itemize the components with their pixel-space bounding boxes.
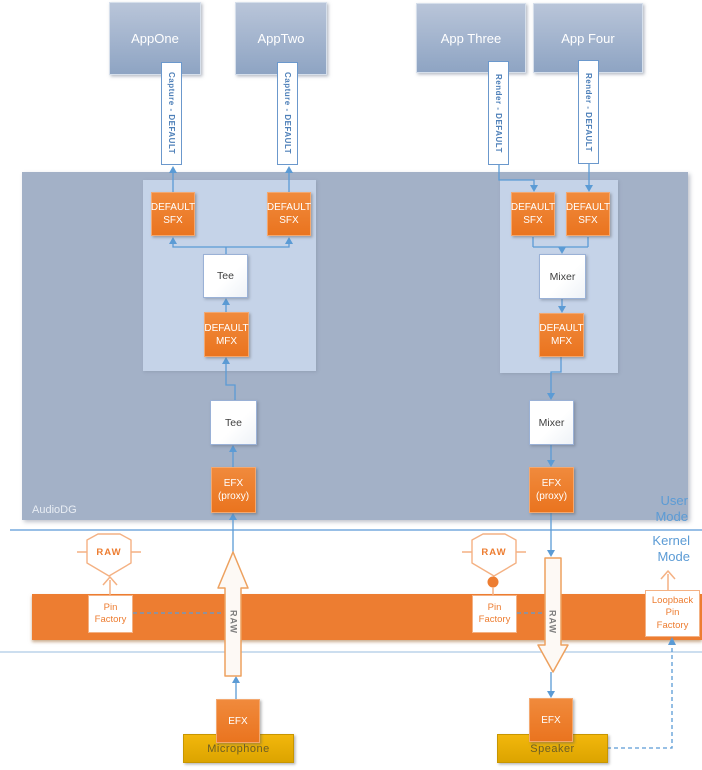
pin-factory-render-box: Pin Factory xyxy=(472,595,517,633)
capture-stream-pipe-one: Capture - DEFAULT xyxy=(161,62,182,165)
raw-down-arrow-label: RAW xyxy=(547,610,558,634)
arrow-down-icon xyxy=(547,550,555,557)
raw-shield-render-icon xyxy=(462,533,526,596)
app-box-appthree: App Three xyxy=(416,3,526,73)
arrow-up-icon xyxy=(285,237,293,244)
mixer-upper-box: Mixer xyxy=(539,254,586,299)
loopback-arrow-icon xyxy=(660,570,676,590)
arrow-down-icon xyxy=(558,247,566,254)
kernel-bus-bar xyxy=(32,594,702,640)
loopback-pin-factory-box: Loopback Pin Factory xyxy=(645,590,700,637)
default-mfx-render-box: DEFAULT MFX xyxy=(539,313,584,357)
raw-badge-capture: RAW xyxy=(96,547,122,558)
efx-proxy-capture-box: EFX (proxy) xyxy=(211,467,256,513)
default-sfx-capture-one-box: DEFAULT SFX xyxy=(151,192,195,236)
tee-lower-box: Tee xyxy=(210,400,257,445)
arrow-up-icon xyxy=(285,166,293,173)
arrow-up-icon xyxy=(169,166,177,173)
raw-down-arrow-icon xyxy=(537,557,569,673)
kernel-mode-label: Kernel Mode xyxy=(652,533,690,564)
app-box-appone: AppOne xyxy=(109,2,201,75)
arrow-up-icon xyxy=(222,298,230,305)
default-mfx-capture-box: DEFAULT MFX xyxy=(204,312,249,357)
arrow-up-icon xyxy=(169,237,177,244)
raw-up-arrow-icon xyxy=(217,551,249,677)
capture-stream-pipe-two: Capture - DEFAULT xyxy=(277,62,298,165)
arrow-down-icon xyxy=(558,306,566,313)
arrow-down-icon xyxy=(547,393,555,400)
arrow-up-icon xyxy=(232,676,240,683)
user-mode-label: User Mode xyxy=(655,493,688,524)
default-sfx-render-three-box: DEFAULT SFX xyxy=(511,192,555,236)
arrow-up-icon xyxy=(222,357,230,364)
capture-connectors xyxy=(169,166,293,699)
arrow-up-icon xyxy=(229,445,237,452)
arrow-down-icon xyxy=(585,185,593,192)
render-connectors xyxy=(498,163,593,698)
default-sfx-capture-two-box: DEFAULT SFX xyxy=(267,192,311,236)
speaker-loopback-link xyxy=(607,645,673,749)
efx-render-box: EFX xyxy=(529,698,573,742)
arrow-down-icon xyxy=(547,691,555,698)
arrow-down-icon xyxy=(547,460,555,467)
raw-shield-capture-icon xyxy=(77,533,141,577)
raw-badge-render: RAW xyxy=(481,547,507,558)
tee-upper-box: Tee xyxy=(203,254,248,298)
render-stream-pipe-four: Render - DEFAULT xyxy=(578,60,599,164)
efx-proxy-render-box: EFX (proxy) xyxy=(529,467,574,513)
arrow-up-icon xyxy=(229,513,237,520)
raw-up-arrow-label: RAW xyxy=(228,610,239,634)
pin-factory-capture-arrow-icon xyxy=(102,576,118,596)
arrow-up-icon xyxy=(668,637,676,645)
pin-dot-icon xyxy=(487,576,499,588)
mixer-lower-box: Mixer xyxy=(529,400,574,445)
arrow-down-icon xyxy=(530,185,538,192)
default-sfx-render-four-box: DEFAULT SFX xyxy=(566,192,610,236)
efx-capture-box: EFX xyxy=(216,699,260,743)
pin-factory-capture-box: Pin Factory xyxy=(88,595,133,633)
audiodg-label: AudioDG xyxy=(32,504,77,516)
render-stream-pipe-three: Render - DEFAULT xyxy=(488,61,509,165)
